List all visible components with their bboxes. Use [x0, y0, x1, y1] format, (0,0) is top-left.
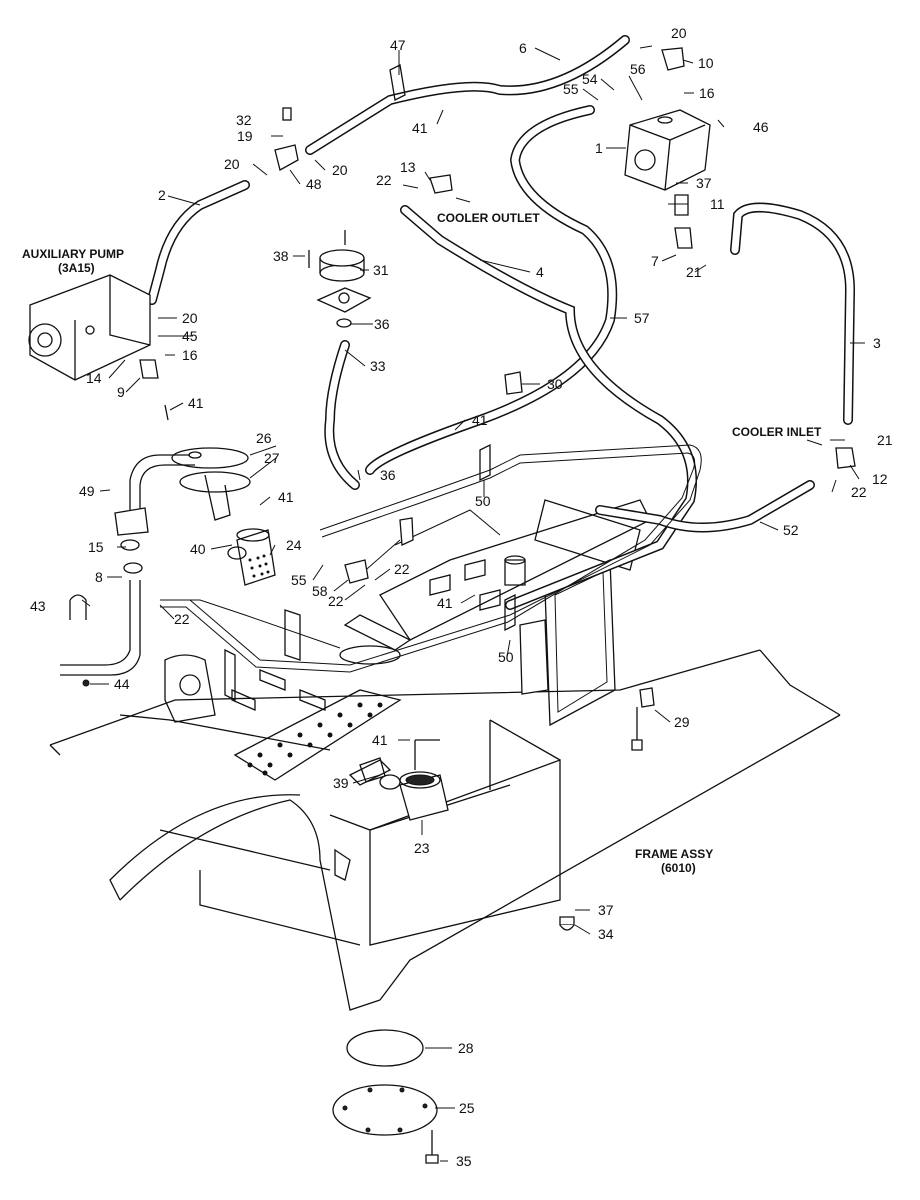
callout-6: 6: [519, 40, 527, 56]
callout-44: 44: [114, 676, 130, 692]
auxiliary-pump-label: AUXILIARY PUMP: [22, 247, 124, 261]
frame-assy-label: FRAME ASSY: [635, 847, 713, 861]
callout-13: 13: [400, 159, 416, 175]
callout-20-mid: 20: [332, 162, 348, 178]
tank-covers: [332, 1029, 439, 1164]
callout-24: 24: [286, 537, 302, 553]
flange-plates: [171, 447, 251, 521]
callout-11: 11: [710, 196, 725, 212]
return-filter: [227, 528, 276, 586]
callout-14: 14: [86, 370, 102, 386]
callout-48: 48: [306, 176, 322, 192]
callout-40: 40: [190, 541, 206, 557]
callout-numbers: 1 2 3 4 6 7 8 9 10 11 12 13 14 15 16 16 …: [30, 25, 893, 1169]
callout-26: 26: [256, 430, 272, 446]
callout-15: 15: [88, 539, 104, 555]
callout-33: 33: [370, 358, 386, 374]
cooler-outlet-label: COOLER OUTLET: [437, 211, 540, 225]
callout-20-left: 20: [224, 156, 240, 172]
callout-56: 56: [630, 61, 646, 77]
frame-assembly: [49, 499, 841, 1011]
frame-assy-code: (6010): [661, 861, 696, 875]
callout-43: 43: [30, 598, 46, 614]
callout-39: 39: [333, 775, 349, 791]
callout-41-mid: 41: [472, 412, 488, 428]
callout-37-pump: 37: [696, 175, 712, 191]
callout-50-lower: 50: [498, 649, 514, 665]
callout-37-frame: 37: [598, 902, 614, 918]
callout-1: 1: [595, 140, 603, 156]
gear-pump: [624, 109, 711, 191]
cooler-inlet-label: COOLER INLET: [732, 425, 822, 439]
callout-7: 7: [651, 253, 659, 269]
callout-41-flange: 41: [188, 395, 204, 411]
callout-58: 58: [312, 583, 328, 599]
callout-34: 34: [598, 926, 614, 942]
perforated-plate-holes: [247, 702, 383, 776]
auxiliary-pump: [28, 274, 151, 381]
callout-41-tank: 41: [437, 595, 453, 611]
breather-assembly: [316, 249, 372, 328]
callout-46: 46: [753, 119, 769, 135]
callout-21-upper: 21: [686, 264, 702, 280]
callout-55-lower: 55: [291, 572, 307, 588]
callout-19: 19: [237, 128, 253, 144]
callout-27: 27: [264, 450, 280, 466]
callout-22-center: 22: [394, 561, 410, 577]
hydraulic-lines: [60, 35, 856, 786]
callout-55-top: 55: [563, 81, 579, 97]
callout-3: 3: [873, 335, 881, 351]
callout-16-aux: 16: [182, 347, 198, 363]
callout-16-pump: 16: [699, 85, 715, 101]
callout-36-upper: 36: [374, 316, 390, 332]
annotations: AUXILIARY PUMP (3A15) COOLER OUTLET COOL…: [22, 211, 822, 875]
callout-20-top: 20: [671, 25, 687, 41]
callout-21-lower: 21: [877, 432, 893, 448]
callout-22-lower: 22: [328, 593, 344, 609]
fittings: [69, 47, 856, 931]
callout-36-lower: 36: [380, 467, 396, 483]
callout-31: 31: [373, 262, 389, 278]
callout-52: 52: [783, 522, 799, 538]
callout-22-right: 22: [851, 484, 867, 500]
callout-47: 47: [390, 37, 406, 53]
callout-25: 25: [459, 1100, 475, 1116]
callout-35: 35: [456, 1153, 472, 1169]
callout-20-aux: 20: [182, 310, 198, 326]
callout-4: 4: [536, 264, 544, 280]
callout-2: 2: [158, 187, 166, 203]
callout-54: 54: [582, 71, 598, 87]
leader-lines: [81, 45, 865, 1162]
callout-41-strainer: 41: [372, 732, 388, 748]
callout-45: 45: [182, 328, 198, 344]
callout-29: 29: [674, 714, 690, 730]
suction-strainer: [359, 757, 449, 821]
callout-12: 12: [872, 471, 888, 487]
callout-41-top: 41: [412, 120, 428, 136]
callout-32: 32: [236, 112, 252, 128]
callout-38: 38: [273, 248, 289, 264]
callout-22-left: 22: [174, 611, 190, 627]
callout-28: 28: [458, 1040, 474, 1056]
callout-9: 9: [117, 384, 125, 400]
auxiliary-pump-code: (3A15): [58, 261, 95, 275]
callout-10: 10: [698, 55, 714, 71]
callout-50-upper: 50: [475, 493, 491, 509]
callout-49: 49: [79, 483, 95, 499]
callout-57: 57: [634, 310, 650, 326]
callout-23: 23: [414, 840, 430, 856]
callout-22-top: 22: [376, 172, 392, 188]
callout-8: 8: [95, 569, 103, 585]
callout-30: 30: [547, 376, 563, 392]
callout-41-filter: 41: [278, 489, 294, 505]
